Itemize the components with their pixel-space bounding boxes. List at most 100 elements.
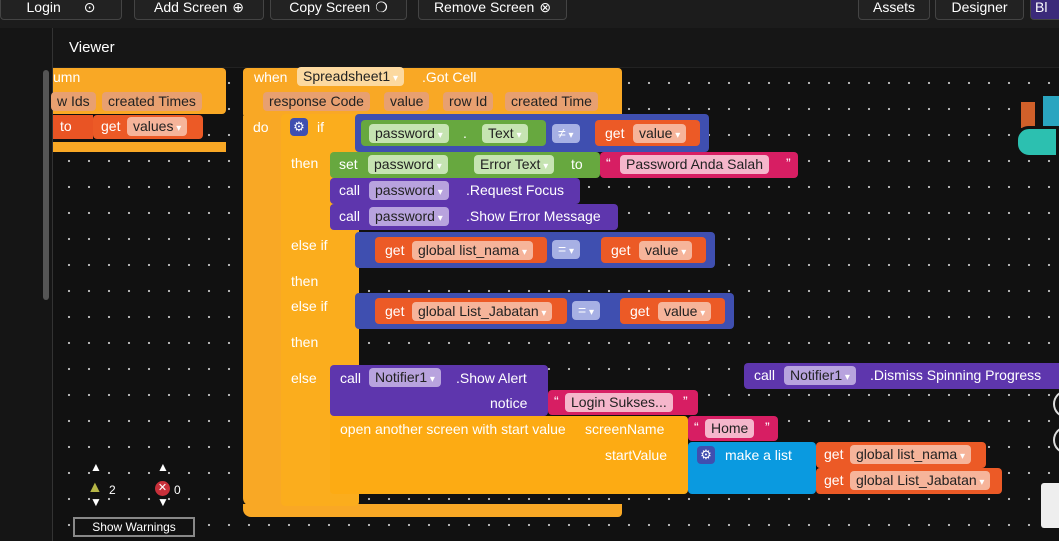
zoom-out-icon[interactable] — [1053, 426, 1059, 454]
backpack-icon[interactable] — [1015, 96, 1059, 161]
param-created-time[interactable]: created Time — [505, 92, 598, 111]
operator-dropdown[interactable]: = — [552, 240, 580, 259]
open-screen-label: open another screen with start value — [340, 421, 566, 437]
dismiss-spinning-block[interactable]: call Notifier1 .Dismiss Spinning Progres… — [744, 363, 1059, 389]
viewer-title: Viewer — [69, 39, 115, 56]
blocks-workspace[interactable]: umn w Ids created Times to get values wh… — [51, 67, 1059, 541]
component-dropdown[interactable]: password — [369, 124, 449, 143]
operator-dropdown[interactable]: ≠ — [552, 124, 580, 143]
compare-block[interactable]: password . Text ≠ get value — [355, 114, 709, 152]
get-global-block[interactable]: get global List_Jabatan — [816, 468, 1002, 494]
text-value[interactable]: Password Anda Salah — [620, 155, 769, 174]
equals-block[interactable]: get global list_nama = get value — [355, 232, 715, 268]
start-value-label: startValue — [605, 447, 667, 463]
get-value-block[interactable]: get value — [620, 298, 725, 324]
text-value[interactable]: Login Sukses... — [565, 393, 673, 412]
partial-event-block[interactable]: umn w Ids created Times — [51, 68, 226, 114]
remove-screen-button[interactable]: Remove Screen⊗ — [418, 0, 567, 20]
do-label: do — [253, 119, 269, 135]
gear-icon[interactable]: ⚙ — [697, 446, 715, 464]
param-row-id[interactable]: row Id — [443, 92, 494, 111]
var-dropdown[interactable]: global list_nama — [412, 241, 533, 260]
component-dropdown[interactable]: password — [368, 155, 448, 174]
show-alert-block[interactable]: call Notifier1 .Show Alert notice — [330, 365, 548, 416]
blocks-button[interactable]: Bl — [1030, 0, 1059, 20]
property-dropdown[interactable]: Error Text — [474, 155, 555, 174]
gear-icon[interactable]: ⚙ — [290, 118, 308, 136]
event-block-header[interactable]: when Spreadsheet1 .Got Cell response Cod… — [243, 67, 622, 118]
else-if-label: else if — [291, 298, 328, 314]
param-row-ids[interactable]: w Ids — [51, 92, 96, 111]
block-bottom — [53, 142, 226, 152]
text-block[interactable]: “ Login Sukses... ” — [548, 390, 698, 415]
text-value[interactable]: Home — [705, 419, 755, 438]
error-count: 0 — [174, 483, 181, 497]
top-toolbar: Login⊙ Add Screen⊕ Copy Screen❍ Remove S… — [0, 0, 1059, 28]
warning-next-arrow[interactable]: ▼ — [90, 495, 102, 509]
text-block[interactable]: “ Password Anda Salah ” — [600, 152, 798, 178]
equals-block[interactable]: get global List_Jabatan = get value — [355, 293, 734, 329]
get-values-block[interactable]: get values — [93, 115, 203, 139]
var-dropdown[interactable]: global list_nama — [850, 445, 971, 464]
param-created-times[interactable]: created Times — [102, 92, 202, 111]
error-next-arrow[interactable]: ▼ — [157, 495, 169, 509]
then-label: then — [291, 155, 319, 171]
trash-icon[interactable] — [1041, 483, 1059, 528]
get-global-block[interactable]: get global List_Jabatan — [375, 298, 567, 324]
var-dropdown[interactable]: values — [127, 117, 188, 136]
text-block[interactable]: “ Home ” — [688, 416, 778, 441]
param-response-code[interactable]: response Code — [263, 92, 370, 111]
get-value-block[interactable]: get value — [595, 120, 700, 146]
var-dropdown[interactable]: global List_Jabatan — [412, 302, 553, 321]
error-prev-arrow[interactable]: ▲ — [157, 460, 169, 474]
set-label: set — [339, 156, 358, 172]
password-text-getter[interactable]: password . Text — [361, 120, 546, 146]
zoom-in-icon[interactable] — [1053, 390, 1059, 418]
call-label: call — [340, 370, 362, 386]
assets-button[interactable]: Assets — [858, 0, 930, 20]
show-error-block[interactable]: call password .Show Error Message — [330, 204, 618, 230]
var-dropdown[interactable]: global List_Jabatan — [850, 471, 991, 490]
var-dropdown[interactable]: value — [639, 241, 693, 260]
to-label: to — [571, 156, 583, 172]
call-label: call — [339, 208, 361, 224]
get-global-block[interactable]: get global list_nama — [375, 237, 547, 263]
scrollbar[interactable] — [43, 70, 49, 300]
copy-screen-label: Copy Screen — [289, 0, 371, 15]
get-label: get — [630, 303, 650, 319]
property-dropdown[interactable]: Text — [482, 124, 528, 143]
param-value[interactable]: value — [384, 92, 430, 111]
add-screen-button[interactable]: Add Screen⊕ — [134, 0, 264, 20]
show-warnings-button[interactable]: Show Warnings — [73, 517, 195, 537]
error-icon: ✕ — [155, 481, 170, 496]
event-do-rail: do — [243, 116, 283, 506]
component-dropdown[interactable]: Notifier1 — [784, 366, 856, 385]
add-screen-label: Add Screen — [154, 0, 228, 15]
var-dropdown[interactable]: value — [658, 302, 712, 321]
component-dropdown[interactable]: password — [369, 181, 449, 200]
designer-button[interactable]: Designer — [935, 0, 1024, 20]
else-label: else — [291, 370, 317, 386]
set-block-partial[interactable]: to — [53, 115, 93, 139]
copy-screen-button[interactable]: Copy Screen❍ — [270, 0, 407, 20]
open-another-screen-block[interactable]: open another screen with start value scr… — [330, 416, 688, 494]
set-error-text-block[interactable]: set password Error Text to — [330, 152, 600, 178]
when-label: when — [254, 69, 288, 85]
operator-dropdown[interactable]: = — [572, 301, 600, 320]
then-label: then — [291, 273, 319, 289]
screen-select-dropdown[interactable]: Login⊙ — [0, 0, 122, 20]
get-label: get — [605, 125, 625, 141]
get-label: get — [101, 118, 121, 134]
get-global-block[interactable]: get global list_nama — [816, 442, 986, 468]
component-dropdown[interactable]: Notifier1 — [369, 368, 441, 387]
request-focus-block[interactable]: call password .Request Focus — [330, 178, 580, 204]
warning-prev-arrow[interactable]: ▲ — [90, 460, 102, 474]
component-dropdown[interactable]: Spreadsheet1 — [297, 67, 404, 86]
component-dropdown[interactable]: password — [369, 207, 449, 226]
var-dropdown[interactable]: value — [633, 124, 687, 143]
event-name: .Got Cell — [422, 69, 477, 85]
method-name: .Request Focus — [466, 182, 565, 198]
make-a-list-block[interactable]: ⚙ make a list — [688, 442, 816, 494]
chevron-down-icon: ⊙ — [83, 0, 96, 15]
get-value-block[interactable]: get value — [601, 237, 706, 263]
